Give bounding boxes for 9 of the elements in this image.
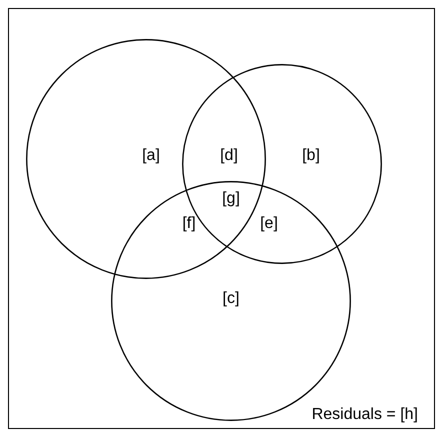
residuals-label: Residuals = [h] bbox=[312, 406, 418, 424]
region-label: [f] bbox=[182, 215, 196, 233]
region-label: [a] bbox=[142, 147, 160, 165]
plot-frame bbox=[8, 8, 435, 429]
region-label: [d] bbox=[220, 147, 238, 165]
region-label: [b] bbox=[302, 147, 320, 165]
region-label: [c] bbox=[222, 290, 240, 308]
region-label: [e] bbox=[260, 215, 278, 233]
region-label: [g] bbox=[222, 190, 240, 208]
